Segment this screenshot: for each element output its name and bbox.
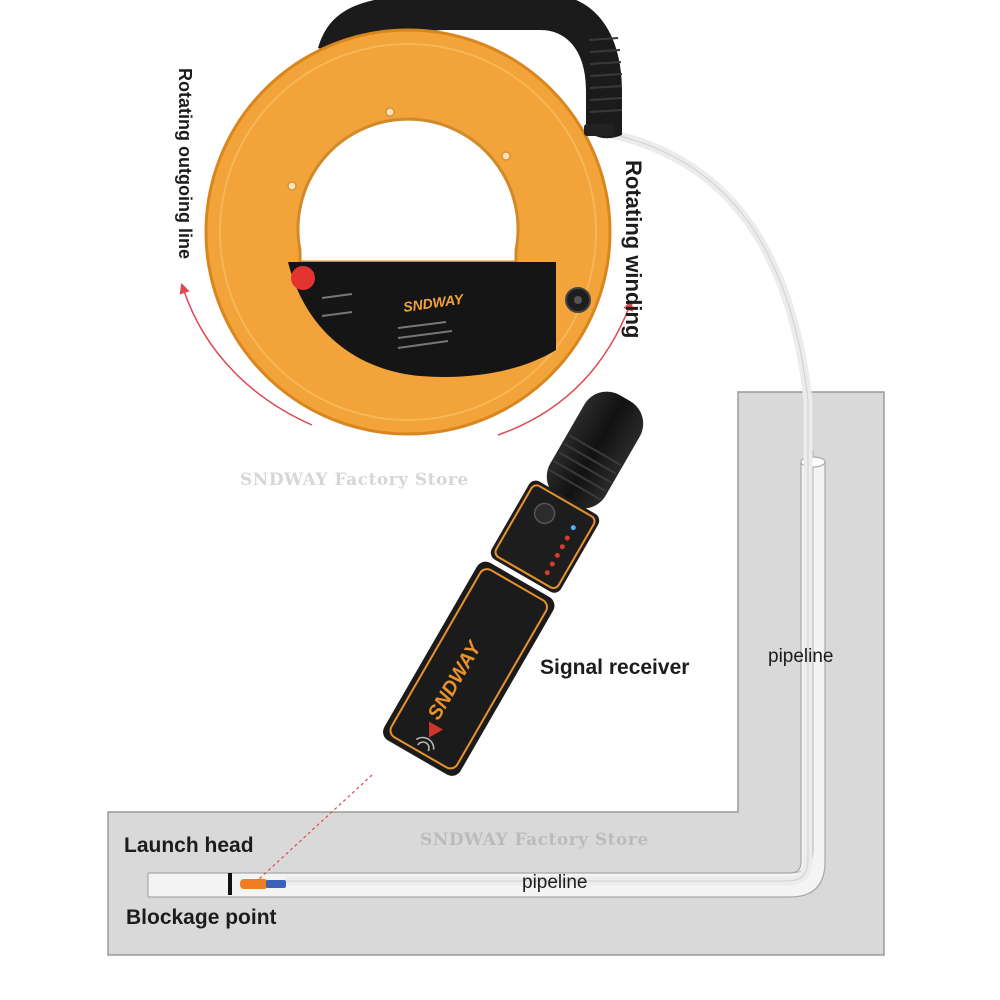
watermark-top: SNDWAY Factory Store xyxy=(240,470,469,490)
signal-receiver-label: Signal receiver xyxy=(540,656,690,679)
receiver-body xyxy=(383,561,555,776)
rotating-outgoing-line-label: Rotating outgoing line xyxy=(175,68,195,259)
receiver-control-panel xyxy=(490,480,600,593)
cable-exit xyxy=(584,124,614,136)
reel-window xyxy=(296,117,520,264)
signal-line xyxy=(257,774,373,881)
launch-head-connector xyxy=(266,880,286,888)
wall-cross-section xyxy=(107,391,885,956)
launch-head xyxy=(240,879,268,889)
signal-receiver-device: SNDWAY xyxy=(383,391,644,776)
reel-label-lines xyxy=(321,293,453,349)
pipeline-horizontal-label: pipeline xyxy=(522,872,588,893)
blockage-marker xyxy=(228,873,232,895)
rotating-winding-label: Rotating winding xyxy=(621,160,646,339)
pipeline-vertical-label: pipeline xyxy=(768,646,834,667)
sensitivity-knob xyxy=(533,502,556,525)
launch-head-label: Launch head xyxy=(124,834,254,857)
signal-waves-icon xyxy=(415,736,435,752)
pipeline-edge xyxy=(148,462,826,898)
indicator-leds xyxy=(544,525,576,576)
winding-rotation-arrow xyxy=(497,300,634,436)
handle-grip-ridges xyxy=(588,37,623,113)
blockage-point-label: Blockage point xyxy=(126,906,277,929)
reel-label-panel xyxy=(288,262,556,377)
power-button xyxy=(291,266,315,290)
outgoing-rotation-arrow xyxy=(179,283,313,426)
watermark-bottom: SNDWAY Factory Store xyxy=(420,830,649,850)
receiver-logo-icon xyxy=(429,721,443,738)
